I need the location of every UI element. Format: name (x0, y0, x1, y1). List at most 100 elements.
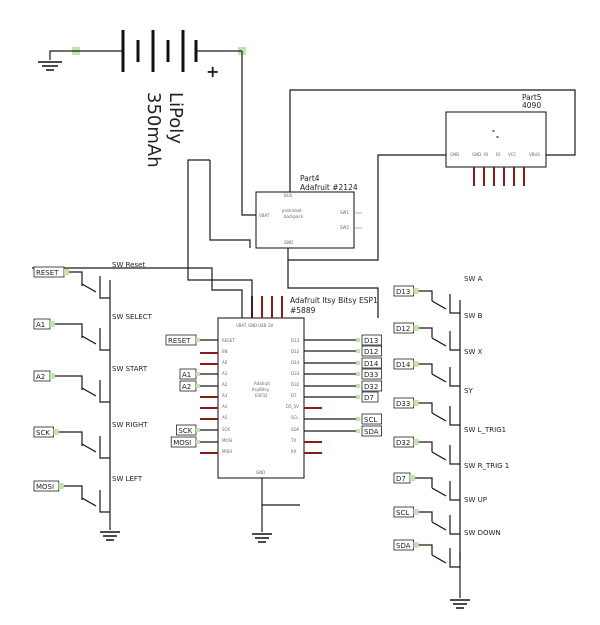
esp-right-net-0: D13 (361, 334, 383, 346)
esp-right-pin-1: D12 (291, 349, 300, 354)
wire-esp-gnd (187, 159, 253, 318)
esp-left-pin-2: A0 (222, 360, 228, 365)
esp-right-net-7-text: SDA (364, 428, 379, 436)
esp-right-net-2-text: D14 (364, 360, 379, 368)
part4-ref: Part4 (300, 174, 320, 183)
esp-right-net-6: SCL (361, 413, 383, 425)
left-switch-net-2: A2 (33, 370, 51, 382)
left-switch-net-2-text: A2 (36, 373, 45, 381)
right-switch-net-0: D13 (393, 285, 415, 297)
esp-left-pad-1 (196, 372, 200, 376)
esp-left-net-4: MOSI (170, 436, 197, 448)
esp-left-pin-0: RESET (222, 338, 235, 343)
part4-pin-gnd: GND (284, 240, 293, 245)
part4-pin-bus: BUS (284, 193, 293, 198)
part5-name: 4090 (522, 101, 541, 110)
right-switch-label-6: SW UP (464, 496, 487, 504)
esp-top-pin-2: USB (258, 323, 266, 328)
right-switch-label-5: SW R_TRIG 1 (464, 462, 509, 470)
esp-right-net-0-text: D13 (364, 337, 378, 345)
esp-left-pin-4: A2 (222, 382, 228, 387)
esp-right-net-7: SDA (361, 425, 383, 437)
part5-pin-c1: GND (472, 152, 481, 157)
esp-right-pad-6 (356, 417, 360, 421)
part5-pin-vbus: VBUS (529, 152, 540, 157)
esp-left-pin-7: A5 (222, 415, 228, 420)
esp-ref: Adafruit Itsy Bitsy ESP1 (290, 296, 378, 305)
esp-left-net-3: SCK (175, 424, 197, 436)
esp-left-net-2-text: A2 (182, 383, 191, 391)
left-ground-symbol (100, 500, 120, 541)
right-switch-net-3: D33 (393, 397, 415, 409)
left-switch-1: A1 SW SELECT (33, 313, 153, 351)
part4-name: Adafruit #2124 (300, 183, 358, 192)
wire-bus-to-part5-vbus (289, 89, 576, 192)
left-switch-label-1: SW SELECT (112, 313, 153, 321)
right-switch-net-3-text: D33 (396, 400, 410, 408)
esp-right-net-3: D33 (361, 368, 383, 380)
esp-right-pad-0 (356, 338, 360, 342)
esp-right-pin-10: RX (291, 449, 297, 454)
right-switch-net-4-text: D32 (396, 439, 410, 447)
right-switch-6: SCL SW UP (393, 496, 487, 535)
esp-right-pad-4 (356, 384, 360, 388)
part4-pin-vbat: VBAT (259, 213, 270, 218)
right-ground-symbol (450, 552, 470, 609)
esp-left-pad-3 (196, 428, 200, 432)
svg-text:▪: ▪ (492, 128, 495, 133)
part4-pin-sw1: SW1 (340, 210, 349, 215)
esp-right-pin-0: D13 (291, 338, 300, 343)
esp-module: Adafruit ItsyBitsy ESP32 VBAT GND USB 3V… (217, 296, 305, 479)
left-switch-label-2: SW START (112, 365, 148, 373)
esp-left-pin-stubs (200, 352, 218, 454)
right-switch-net-5-text: D7 (396, 475, 406, 483)
esp-left-net-4-text: MOSI (173, 439, 191, 447)
left-switch-label-0: SW Reset (112, 261, 145, 269)
esp-right-pin-2: D14 (291, 360, 300, 365)
esp-right-pad-3 (356, 372, 360, 376)
right-switch-net-6-text: SCL (396, 509, 409, 517)
esp-right-pad-2 (356, 361, 360, 365)
esp-left-net-3-text: SCK (178, 427, 192, 435)
esp-right-pad-1 (356, 349, 360, 353)
esp-inner-title-2: ItsyBitsy (252, 387, 270, 392)
right-switch-net-7: SDA (393, 539, 415, 551)
esp-left-pin-10: MISO (222, 449, 232, 454)
esp-top-pin-3: 3V (268, 323, 274, 328)
right-switch-label-7: SW DOWN (464, 529, 501, 537)
esp-right-pin-8: SDA (291, 427, 300, 432)
part4-inner-label-2: backpack (284, 214, 304, 219)
left-switch-net-1-text: A1 (36, 321, 45, 329)
right-switch-net-5: D7 (393, 472, 411, 484)
esp-bottom-pin-0: GND (256, 470, 265, 475)
esp-inner-title-3: ESP32 (255, 393, 268, 398)
esp-right-net-6-text: SCL (364, 416, 377, 424)
esp-left-pad-0 (196, 338, 200, 342)
wire-esp-usb (209, 160, 251, 248)
part4-pin-sw2: SW2 (340, 225, 349, 230)
esp-left-pin-1: EN (222, 349, 228, 354)
esp-left-pad-2 (196, 384, 200, 388)
esp-right-net-4-text: D32 (364, 383, 378, 391)
esp-right-pin-stubs (304, 407, 322, 454)
part5-pin-gnd-left: GND (450, 152, 459, 157)
left-switch-label-3: SW RIGHT (112, 421, 148, 429)
battery-capacity-label: 350mAh (143, 92, 164, 168)
right-switch-5: D7 SW R_TRIG 1 (393, 462, 509, 501)
esp-right-pin-5: D7 (291, 393, 297, 398)
part5-pin-c4: VCC (508, 152, 517, 157)
esp-right-net-5-text: D7 (364, 394, 374, 402)
left-switch-net-4-text: MOSI (36, 483, 54, 491)
esp-right-pin-9: TX (290, 438, 296, 443)
esp-right-pad-7 (356, 429, 360, 433)
part4-backpack: protrinket backpack VBAT SW1 SW2 BUS GND (255, 191, 362, 249)
esp-left-net-2: A2 (179, 380, 197, 392)
